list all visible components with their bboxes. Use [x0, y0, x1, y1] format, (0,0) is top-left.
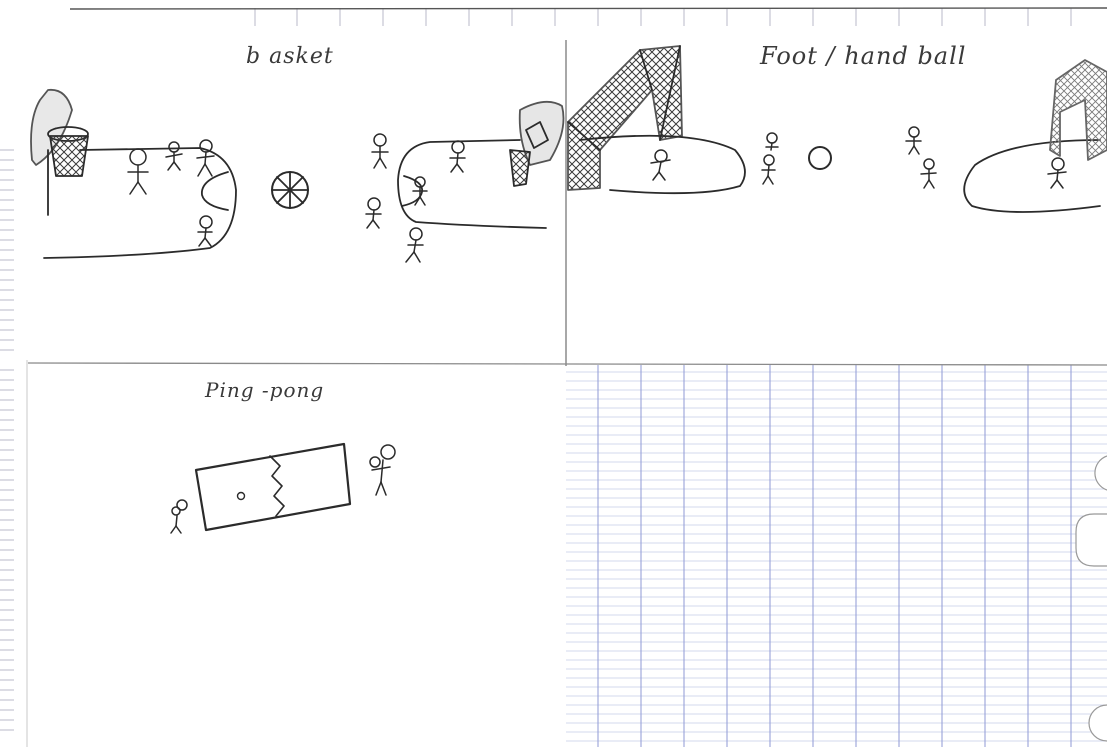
- basket-caption: b asket: [246, 44, 334, 69]
- sheet-top-edge: [70, 8, 1107, 9]
- basketball-ball: [272, 172, 308, 208]
- foot-handball-caption: Foot / hand ball: [760, 42, 966, 70]
- ping-pong-caption: Ping -pong: [205, 378, 324, 402]
- binder-hole-middle: [1076, 514, 1107, 566]
